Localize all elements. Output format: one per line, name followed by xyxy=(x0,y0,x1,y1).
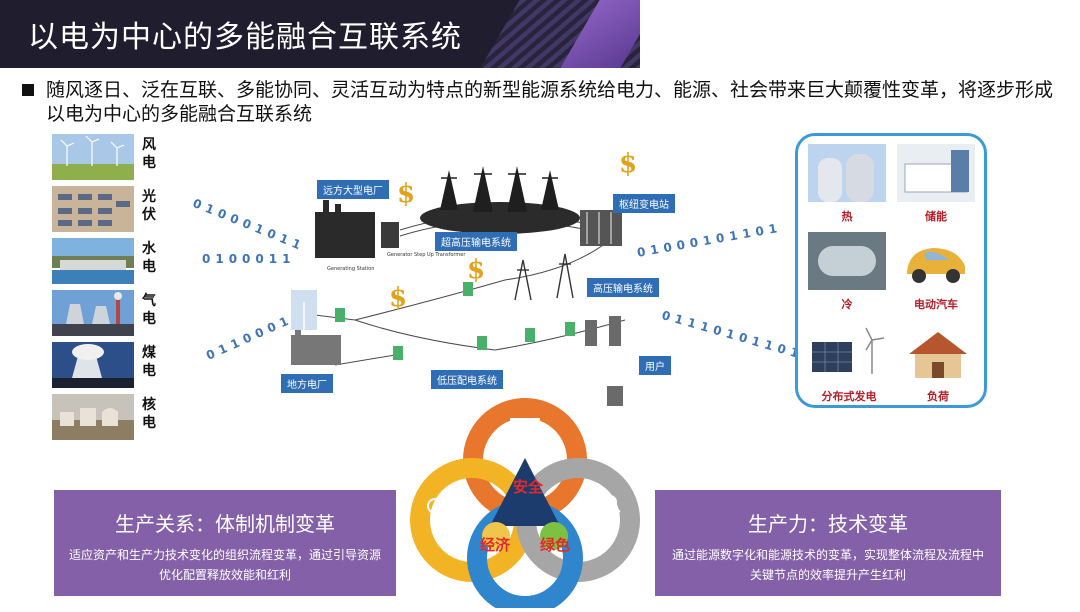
dollar-icon: $ xyxy=(389,283,407,313)
panel-heading: 生产关系：体制机制变革 xyxy=(115,512,335,536)
distributed-generation-photo xyxy=(812,327,885,374)
load-panel: 热 储能 冷 电动汽车 分布式发电 负荷 xyxy=(795,133,987,408)
load-label: 电动汽车 xyxy=(914,298,958,311)
dollar-icon: $ xyxy=(397,179,415,209)
source-label: 核电 xyxy=(142,397,156,431)
source-label: 光伏 xyxy=(142,189,156,223)
house-load-photo xyxy=(909,332,967,378)
load-item-ev: 电动汽车 xyxy=(894,232,978,312)
tag-remote-plant: 远方大型电厂 xyxy=(317,180,389,199)
binary-stream-left-mid: 0100011 xyxy=(202,252,296,266)
source-item-solar: 光伏 xyxy=(52,186,162,232)
coal-plant-photo xyxy=(52,342,134,388)
ev-car-photo xyxy=(907,248,965,283)
tag-hub-substation: 枢纽变电站 xyxy=(613,194,675,213)
remote-plant-icon xyxy=(315,212,375,258)
heat-tank-photo xyxy=(808,144,886,202)
panel-body: 适应资产和生产力技术变化的组织流程变革，通过引导资源优化配置释放效能和红利 xyxy=(68,548,381,582)
storage-container-photo xyxy=(897,144,975,202)
power-grid-diagram: $ $ $ $ Generating Station Generator Ste… xyxy=(195,140,785,410)
label-economy: 经济 xyxy=(480,536,511,554)
gas-plant-photo xyxy=(52,290,134,336)
center-triangle xyxy=(490,458,560,526)
load-label: 冷 xyxy=(841,298,853,311)
generating-station-label: Generating Station xyxy=(327,266,374,272)
panel-heading: 生产力：技术变革 xyxy=(748,512,908,536)
load-item-cold: 冷 xyxy=(806,232,888,312)
source-item-gas: 气电 xyxy=(52,290,162,336)
grid-illustration: $ $ $ $ Generating Station Generator Ste… xyxy=(291,149,637,406)
dollar-icon: $ xyxy=(619,149,637,179)
panel-body: 通过能源数字化和能源技术的变革，实现整体流程及流程中关键节点的效率提升产生红利 xyxy=(671,548,984,582)
load-item-heat: 热 xyxy=(806,144,888,224)
load-item-storage: 储能 xyxy=(894,144,978,224)
hydro-dam-photo xyxy=(52,238,134,284)
source-label: 水电 xyxy=(142,241,156,275)
tag-hv: 高压输电系统 xyxy=(587,278,659,297)
wind-farm-photo xyxy=(52,134,134,180)
label-green: 绿色 xyxy=(540,536,570,554)
source-item-nuclear: 核电 xyxy=(52,394,162,440)
bullet-square-icon xyxy=(22,84,34,96)
load-label: 热 xyxy=(841,210,853,223)
dollar-icon: $ xyxy=(467,255,485,285)
nuclear-plant-photo xyxy=(52,394,134,440)
solar-farm-photo xyxy=(52,186,134,232)
source-label: 风电 xyxy=(142,137,156,171)
source-label: 气电 xyxy=(142,293,156,327)
local-plant-icon xyxy=(291,335,341,365)
label-safety: 安全 xyxy=(513,478,544,496)
step-up-label: Generator Step Up Transformer xyxy=(387,252,466,258)
title-bar: 以电为中心的多能融合互联系统 xyxy=(0,0,640,68)
load-label: 负荷 xyxy=(927,390,949,403)
tag-user: 用户 xyxy=(639,356,671,375)
tag-lv: 低压配电系统 xyxy=(431,370,503,389)
load-item-distributed: 分布式发电 xyxy=(804,324,894,404)
tag-uhv: 超高压输电系统 xyxy=(435,232,517,251)
cube-icon xyxy=(515,565,535,583)
panel-productivity: 生产力：技术变革 通过能源数字化和能源技术的变革，实现整体流程及流程中关键节点的… xyxy=(655,490,1001,596)
hub-substation-icon xyxy=(580,210,622,246)
page-title: 以电为中心的多能融合互联系统 xyxy=(28,20,462,55)
venn-rings: 安全 经济 绿色 xyxy=(410,398,640,612)
source-item-wind: 风电 xyxy=(52,134,162,180)
source-item-coal: 煤电 xyxy=(52,342,162,388)
magnifier-icon xyxy=(603,495,617,509)
panel-production-relations: 生产关系：体制机制变革 适应资产和生产力技术变化的组织流程变革，通过引导资源优化… xyxy=(54,490,396,596)
lightbulb-icon xyxy=(427,498,443,514)
source-item-hydro: 水电 xyxy=(52,238,162,284)
source-label: 煤电 xyxy=(142,345,156,379)
tag-local-plant: 地方电厂 xyxy=(281,374,333,393)
intro-text: 随风逐日、泛在互联、多能协同、灵活互动为特点的新型能源系统给电力、能源、社会带来… xyxy=(46,79,1054,125)
load-item-house: 负荷 xyxy=(896,324,980,404)
load-label: 储能 xyxy=(925,210,947,223)
load-label: 分布式发电 xyxy=(821,390,877,403)
venn-diagram: 安全 经济 绿色 xyxy=(410,398,640,612)
cold-tank-photo xyxy=(808,232,886,290)
energy-source-list: 风电 光伏 水电 气电 煤电 核电 xyxy=(52,134,162,446)
